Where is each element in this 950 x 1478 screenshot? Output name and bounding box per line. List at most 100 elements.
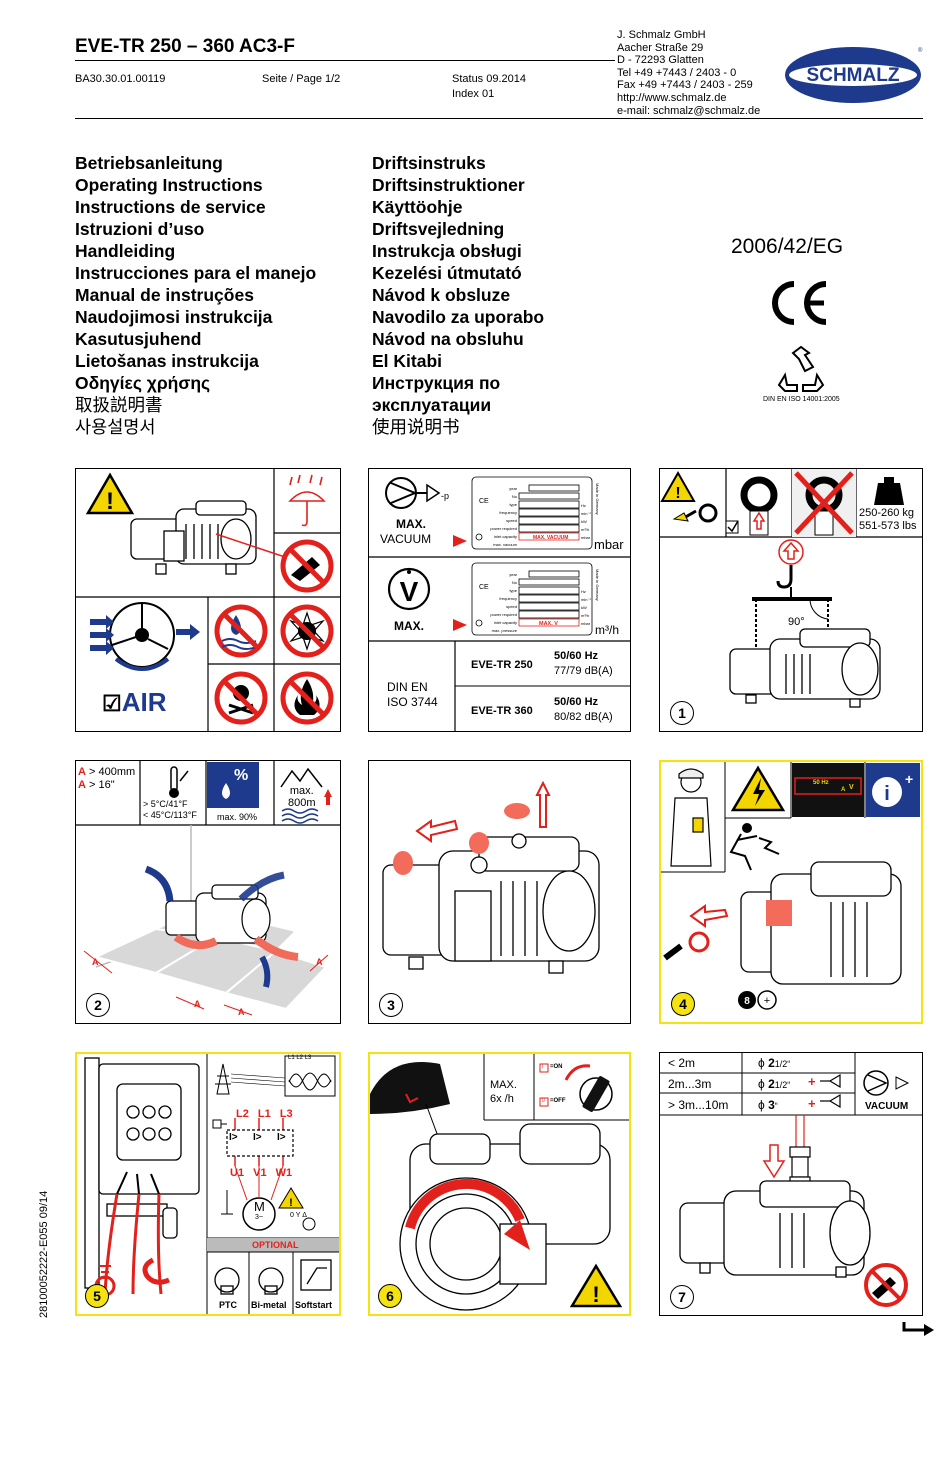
air-label: ☑AIR xyxy=(102,687,167,717)
panel-step-4-electrical: i + 8 + 50 Hz V A 4 xyxy=(659,760,923,1024)
unit-m3h: m³/h xyxy=(595,623,619,637)
panel-step-5-wiring: I>I>I> ! L1 L2 L3 L2 L1 L3 U1 V1 W1 M 3~… xyxy=(75,1052,341,1316)
document-title: EVE-TR 250 – 360 AC3-F xyxy=(75,36,295,57)
noise-360: 80/82 dB(A) xyxy=(554,711,613,723)
option-ptc: PTC xyxy=(219,1300,237,1310)
svg-text:!: ! xyxy=(106,488,114,515)
altitude-spec: max. 800m xyxy=(288,785,316,809)
plate-field-list-2: year No type frequency speed power requi… xyxy=(490,572,517,633)
panel-step-2-installation: A > 400mm A > 16" > 5°C/41°F < 45°C/113°… xyxy=(75,760,341,1024)
star-delta-label: 0 Y Δ xyxy=(290,1212,307,1219)
step-number-3: 3 xyxy=(379,993,403,1017)
model-360: EVE-TR 360 xyxy=(471,705,533,717)
humidity-spec: max. 90% xyxy=(217,812,258,822)
phase-lines-label: L1 L2 L3 xyxy=(288,1055,312,1061)
header-rule xyxy=(75,60,615,61)
header-bottom-rule xyxy=(75,118,923,119)
panel-step-3-remove-caps: 3 xyxy=(368,760,631,1024)
svg-text:+: + xyxy=(764,995,770,1007)
svg-text:i: i xyxy=(884,783,890,805)
page-number: Seite / Page 1/2 xyxy=(262,73,341,85)
pipe-diameter-row-2: ϕ 21/2“ xyxy=(758,1077,791,1091)
next-page-arrow-icon[interactable] xyxy=(902,1320,938,1336)
plate-unit-list-2: Hz min⁻¹ kW m³/h mbar xyxy=(581,589,591,626)
panel-specifications: -p V CE CE MAX. xyxy=(368,468,631,732)
directive-number: 2006/42/EG xyxy=(731,235,844,258)
iso-3744-label: ISO 3744 xyxy=(387,695,438,709)
pipe-diameter-row-3: ϕ 3“ xyxy=(758,1098,778,1112)
max-vacuum-label: MAX. xyxy=(396,517,426,531)
option-bimetal: Bi-metal xyxy=(251,1300,287,1310)
motor-label: M xyxy=(254,1199,265,1214)
freq-250: 50/60 Hz xyxy=(554,650,599,662)
svg-text:8: 8 xyxy=(744,996,750,1007)
terminal-labels: U1 V1 W1 xyxy=(230,1167,293,1179)
step-number-7: 7 xyxy=(670,1285,694,1309)
lift-angle: 90° xyxy=(788,616,805,628)
motor-phase-label: 3~ xyxy=(255,1214,263,1221)
svg-text:I>: I> xyxy=(277,1132,286,1143)
index-label: Index 01 xyxy=(452,88,495,100)
company-address: J. Schmalz GmbH Aacher Straße 29 D - 722… xyxy=(617,29,761,117)
step-number-6: 6 xyxy=(378,1284,402,1308)
svg-text:SCHMALZ: SCHMALZ xyxy=(807,65,900,86)
distance-spec: A > 400mm A > 16" xyxy=(78,766,136,791)
svg-text:CE: CE xyxy=(479,498,489,505)
unit-mbar: mbar xyxy=(594,537,624,552)
weight-kg: 250-260 kg xyxy=(859,507,915,519)
step-number-5: 5 xyxy=(85,1284,109,1308)
side-document-code: 28100052222-E055 09/14 xyxy=(38,1190,50,1318)
svg-text:!: ! xyxy=(675,485,680,502)
language-list-1: Betriebsanleitung Operating Instructions… xyxy=(75,153,317,437)
pipe-length-row-3: > 3m...10m xyxy=(668,1098,729,1112)
plate-max-flow: MAX. V xyxy=(539,621,558,627)
svg-text:-p: -p xyxy=(441,491,449,501)
pipe-diameter-row-1: ϕ 21/2“ xyxy=(758,1056,791,1070)
vacuum-label: VACUUM xyxy=(865,1101,909,1112)
dim-a-left: A xyxy=(92,957,99,967)
dim-a-bottom-2: A xyxy=(238,1007,245,1017)
language-list-2: Driftsinstruks Driftsinstruktioner Käytt… xyxy=(372,153,545,437)
dim-a-bottom-1: A xyxy=(194,999,201,1009)
step-number-4: 4 xyxy=(671,992,695,1016)
optional-label: OPTIONAL xyxy=(252,1240,299,1250)
iso-label: DIN EN ISO 14001:2005 xyxy=(763,396,840,403)
on-label: =ON xyxy=(550,1064,563,1070)
noise-250: 77/79 dB(A) xyxy=(554,665,613,677)
svg-text:I>: I> xyxy=(229,1132,238,1143)
pipe-length-row-2: 2m...3m xyxy=(668,1077,712,1091)
svg-text:I>: I> xyxy=(253,1132,262,1143)
plate-frequency: 50 Hz xyxy=(813,780,829,786)
panel-step-6-startup: ! MAX. 6x /h I =ON 0 =OFF 6 xyxy=(368,1052,631,1316)
freq-360: 50/60 Hz xyxy=(554,696,599,708)
svg-text:+: + xyxy=(905,771,913,787)
extra-filter-row-3: + xyxy=(808,1096,816,1111)
recycling-icon xyxy=(777,345,825,392)
plate-unit-list-1: Hz min⁻¹ kW m³/h mbar xyxy=(581,503,591,540)
temperature-spec: > 5°C/41°F < 45°C/113°F xyxy=(143,799,197,820)
vacuum-label: VACUUM xyxy=(380,532,432,546)
schmalz-logo: SCHMALZ ® xyxy=(785,47,923,103)
off-symbol: 0 xyxy=(542,1098,545,1104)
pipe-length-row-1: < 2m xyxy=(668,1056,696,1070)
off-label: =OFF xyxy=(550,1098,566,1104)
plate-current: A xyxy=(841,787,846,793)
model-250: EVE-TR 250 xyxy=(471,659,533,671)
svg-text:V: V xyxy=(400,576,419,607)
svg-text:!: ! xyxy=(289,1197,293,1209)
svg-text:®: ® xyxy=(918,47,923,54)
panel-step-7-piping: < 2m 2m...3m > 3m...10m ϕ 21/2“ ϕ 21/2“ … xyxy=(659,1052,923,1316)
made-in-label: Made in Germany xyxy=(595,483,600,515)
panel-safety: ! xyxy=(75,468,341,732)
plate-max-vacuum: MAX. VACUUM xyxy=(533,535,569,541)
step-number-2: 2 xyxy=(86,993,110,1017)
panel-step-1-lifting: ! 250-260 kg 551-573 xyxy=(659,468,923,732)
made-in-label-2: Made in Germany xyxy=(595,569,600,601)
option-softstart: Softstart xyxy=(295,1300,333,1310)
dim-a-right: A xyxy=(316,957,323,967)
doc-number: BA30.30.01.00119 xyxy=(75,73,166,85)
ce-mark-icon xyxy=(772,281,827,325)
max-flow-label: MAX. xyxy=(394,619,424,633)
svg-text:!: ! xyxy=(592,1282,599,1307)
extra-filter-row-2: + xyxy=(808,1074,816,1089)
